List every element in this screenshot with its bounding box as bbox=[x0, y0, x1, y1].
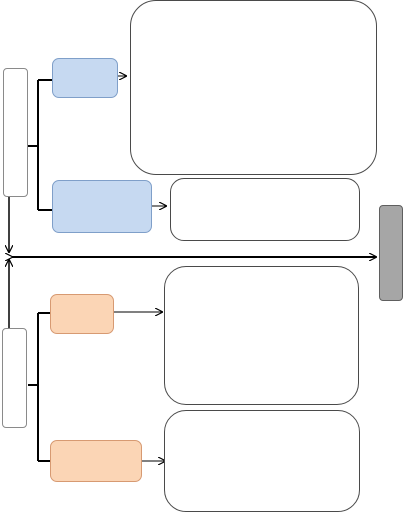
left-box-bottom bbox=[2, 328, 27, 428]
panel-lower-1 bbox=[164, 266, 359, 405]
panel-lower-2 bbox=[164, 410, 360, 512]
blue-box-2 bbox=[52, 180, 152, 233]
blue-box-1 bbox=[52, 58, 118, 98]
orange-box-1 bbox=[50, 294, 114, 334]
orange-box-2 bbox=[50, 440, 142, 482]
bottom-bracket bbox=[28, 312, 50, 462]
gray-box-right bbox=[379, 205, 403, 301]
top-bracket bbox=[28, 79, 52, 211]
panel-top bbox=[130, 0, 377, 175]
left-box-top bbox=[3, 68, 28, 197]
panel-mid bbox=[170, 178, 360, 241]
